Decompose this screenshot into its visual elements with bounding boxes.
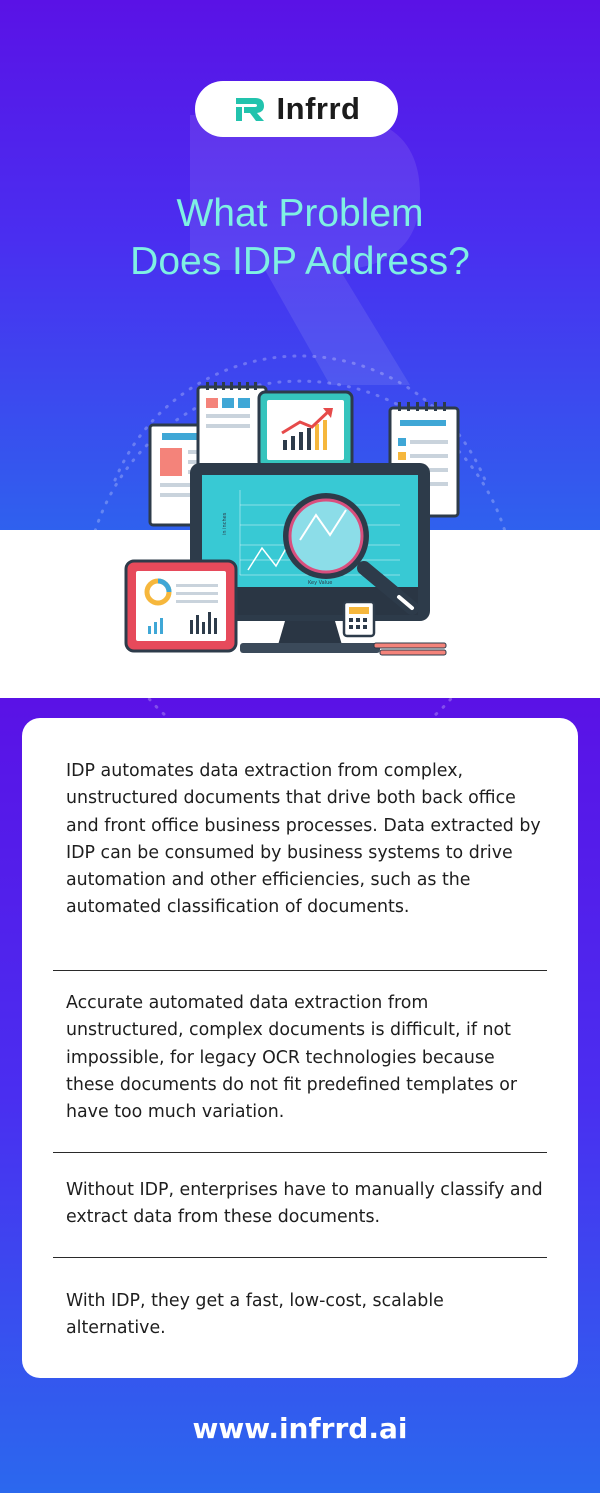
website-link[interactable]: www.infrrd.ai	[192, 1412, 408, 1445]
divider-1	[53, 970, 547, 971]
magnifying-glass-icon	[283, 493, 419, 615]
info-card: IDP automates data extraction from compl…	[22, 718, 578, 1378]
info-paragraph-3: Without IDP, enterprises have to manuall…	[66, 1180, 543, 1228]
page-title-line-1: What Problem	[176, 192, 424, 235]
page-title-line-2: Does IDP Address?	[130, 240, 470, 283]
info-paragraph-4: With IDP, they get a fast, low-cost, sca…	[66, 1291, 444, 1339]
divider-3	[53, 1257, 547, 1258]
brand-name: Infrrd	[276, 91, 361, 126]
monitor-chart-ylabel: in inches	[222, 512, 228, 535]
brand-watermark-icon	[190, 115, 420, 385]
tablet-dashboard-icon	[124, 559, 238, 653]
idp-illustration: in inches Key Value	[88, 354, 512, 730]
page-title: What Problem Does IDP Address?	[0, 190, 600, 286]
growth-chart-card-icon	[257, 390, 354, 470]
divider-2	[53, 1152, 547, 1153]
pencils-icon	[373, 642, 447, 656]
info-paragraph-1: IDP automates data extraction from compl…	[66, 761, 541, 918]
monitor-chart-xlabel: Key Value	[308, 580, 332, 586]
info-paragraph-2: Accurate automated data extraction from …	[66, 993, 518, 1123]
infrrd-logo-icon	[235, 98, 264, 121]
calculator-icon	[342, 600, 376, 638]
brand-logo[interactable]: Infrrd	[195, 81, 398, 137]
